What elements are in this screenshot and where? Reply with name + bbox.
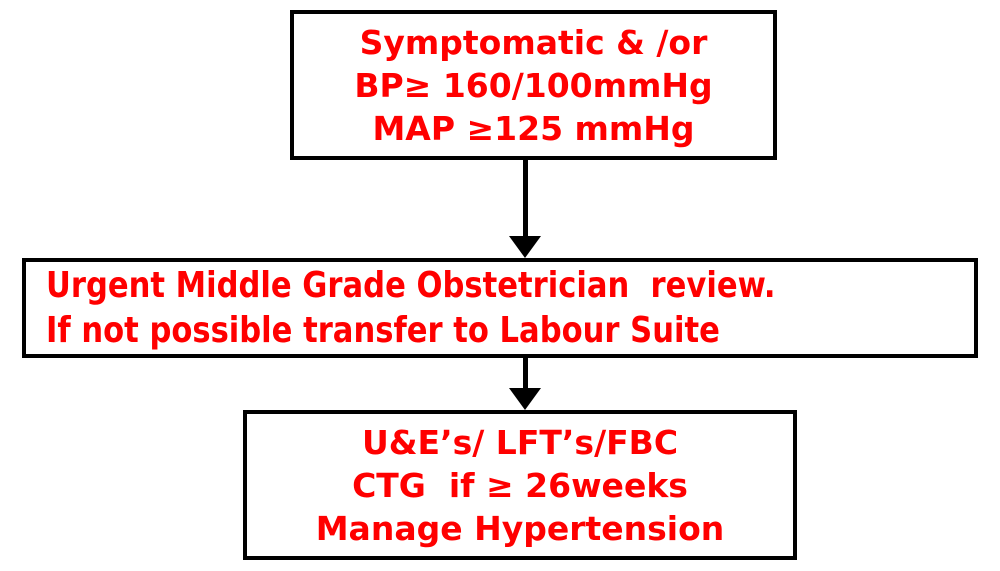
box-criteria-line-3: MAP ≥125 mmHg <box>372 108 695 148</box>
box-criteria-line-2: BP≥ 160/100mmHg <box>354 65 713 105</box>
box-actions-line-2: CTG if ≥ 26weeks <box>352 465 688 505</box>
arrow-down-icon <box>509 236 541 258</box>
box-actions-line-1: U&E’s/ LFT’s/FBC <box>361 422 679 462</box>
flowchart-box-symptomatic-criteria: Symptomatic & /or BP≥ 160/100mmHg MAP ≥1… <box>290 10 777 160</box>
arrow-shaft <box>522 358 528 388</box>
box-criteria-line-1: Symptomatic & /or <box>359 22 708 62</box>
flowchart-box-investigations-actions: U&E’s/ LFT’s/FBC CTG if ≥ 26weeks Manage… <box>243 410 797 560</box>
arrow-down-icon <box>509 388 541 410</box>
box-review-line-1: Urgent Middle Grade Obstetrician review. <box>46 265 776 306</box>
box-actions-line-3: Manage Hypertension <box>315 508 725 548</box>
flowchart-box-obstetrician-review: Urgent Middle Grade Obstetrician review.… <box>22 258 978 358</box>
connector-arrow-down-2 <box>507 358 543 410</box>
connector-arrow-down-1 <box>507 160 543 258</box>
box-review-line-2: If not possible transfer to Labour Suite <box>46 310 720 351</box>
arrow-shaft <box>522 160 528 236</box>
